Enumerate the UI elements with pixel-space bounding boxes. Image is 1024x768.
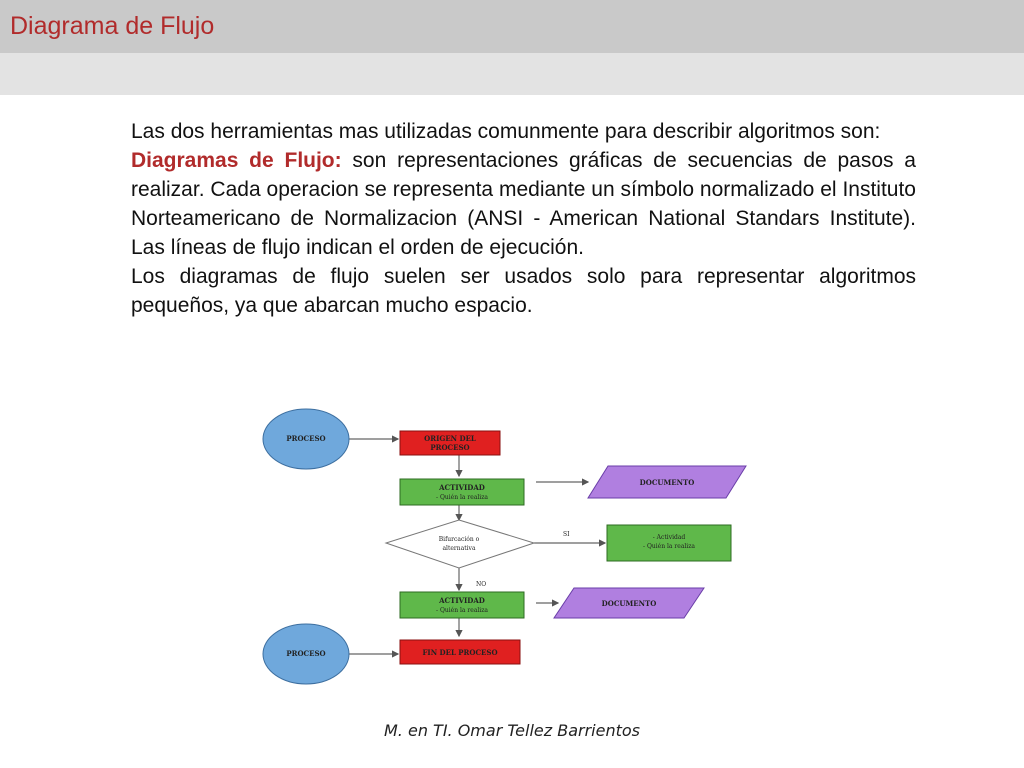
end-box (399, 639, 521, 665)
term-label: Diagramas de Flujo: (131, 149, 342, 172)
closing-paragraph: Los diagramas de flujo suelen ser usados… (131, 265, 916, 317)
end-circle (262, 623, 350, 685)
origin-box (399, 430, 501, 456)
start-circle-label: PROCESO (286, 434, 325, 443)
sub-bar (0, 53, 1024, 95)
start-circle (262, 408, 350, 470)
definition-paragraph: Diagramas de Flujo: son representaciones… (131, 146, 916, 262)
definition-text: son representaciones gráficas de secuenc… (131, 149, 916, 259)
no-label: NO (476, 581, 486, 588)
document-top-shape (587, 465, 747, 499)
activity-box-1-title: ACTIVIDAD (438, 483, 485, 492)
side-activity-label-2: - Quién la realiza (643, 543, 695, 550)
title-bar: Diagrama de Flujo (0, 0, 1024, 53)
activity-box-1 (399, 478, 525, 506)
origin-box-label-1: ORIGEN DEL (424, 434, 476, 443)
origin-box-label-2: PROCESO (430, 443, 469, 452)
decision-diamond (384, 519, 536, 569)
activity-box-2 (399, 591, 525, 619)
footer-author: M. en TI. Omar Tellez Barrientos (384, 721, 640, 740)
document-top-label: DOCUMENTO (640, 478, 695, 487)
decision-label-2: alternativa (442, 545, 475, 552)
decision-label-1: Bifurcación o (439, 536, 480, 543)
side-activity-label-1: - Actividad (653, 534, 686, 541)
end-box-label: FIN DEL PROCESO (422, 648, 497, 657)
slide-title: Diagrama de Flujo (10, 12, 215, 40)
end-circle-label: PROCESO (286, 649, 325, 658)
activity-box-1-subtitle: - Quién la realiza (436, 494, 488, 501)
side-activity-box (606, 524, 732, 562)
activity-box-2-title: ACTIVIDAD (438, 596, 485, 605)
document-bottom-label: DOCUMENTO (602, 599, 657, 608)
flow-connectors (343, 435, 607, 658)
flowchart-image: PROCESO ORIGEN DEL PROCESO ACTIVIDAD - Q… (262, 408, 747, 685)
activity-box-2-subtitle: - Quién la realiza (436, 607, 488, 614)
intro-paragraph: Las dos herramientas mas utilizadas comu… (131, 120, 881, 143)
body-text: Las dos herramientas mas utilizadas comu… (131, 117, 916, 320)
document-bottom-shape (553, 587, 705, 619)
yes-label: SI (563, 531, 570, 538)
